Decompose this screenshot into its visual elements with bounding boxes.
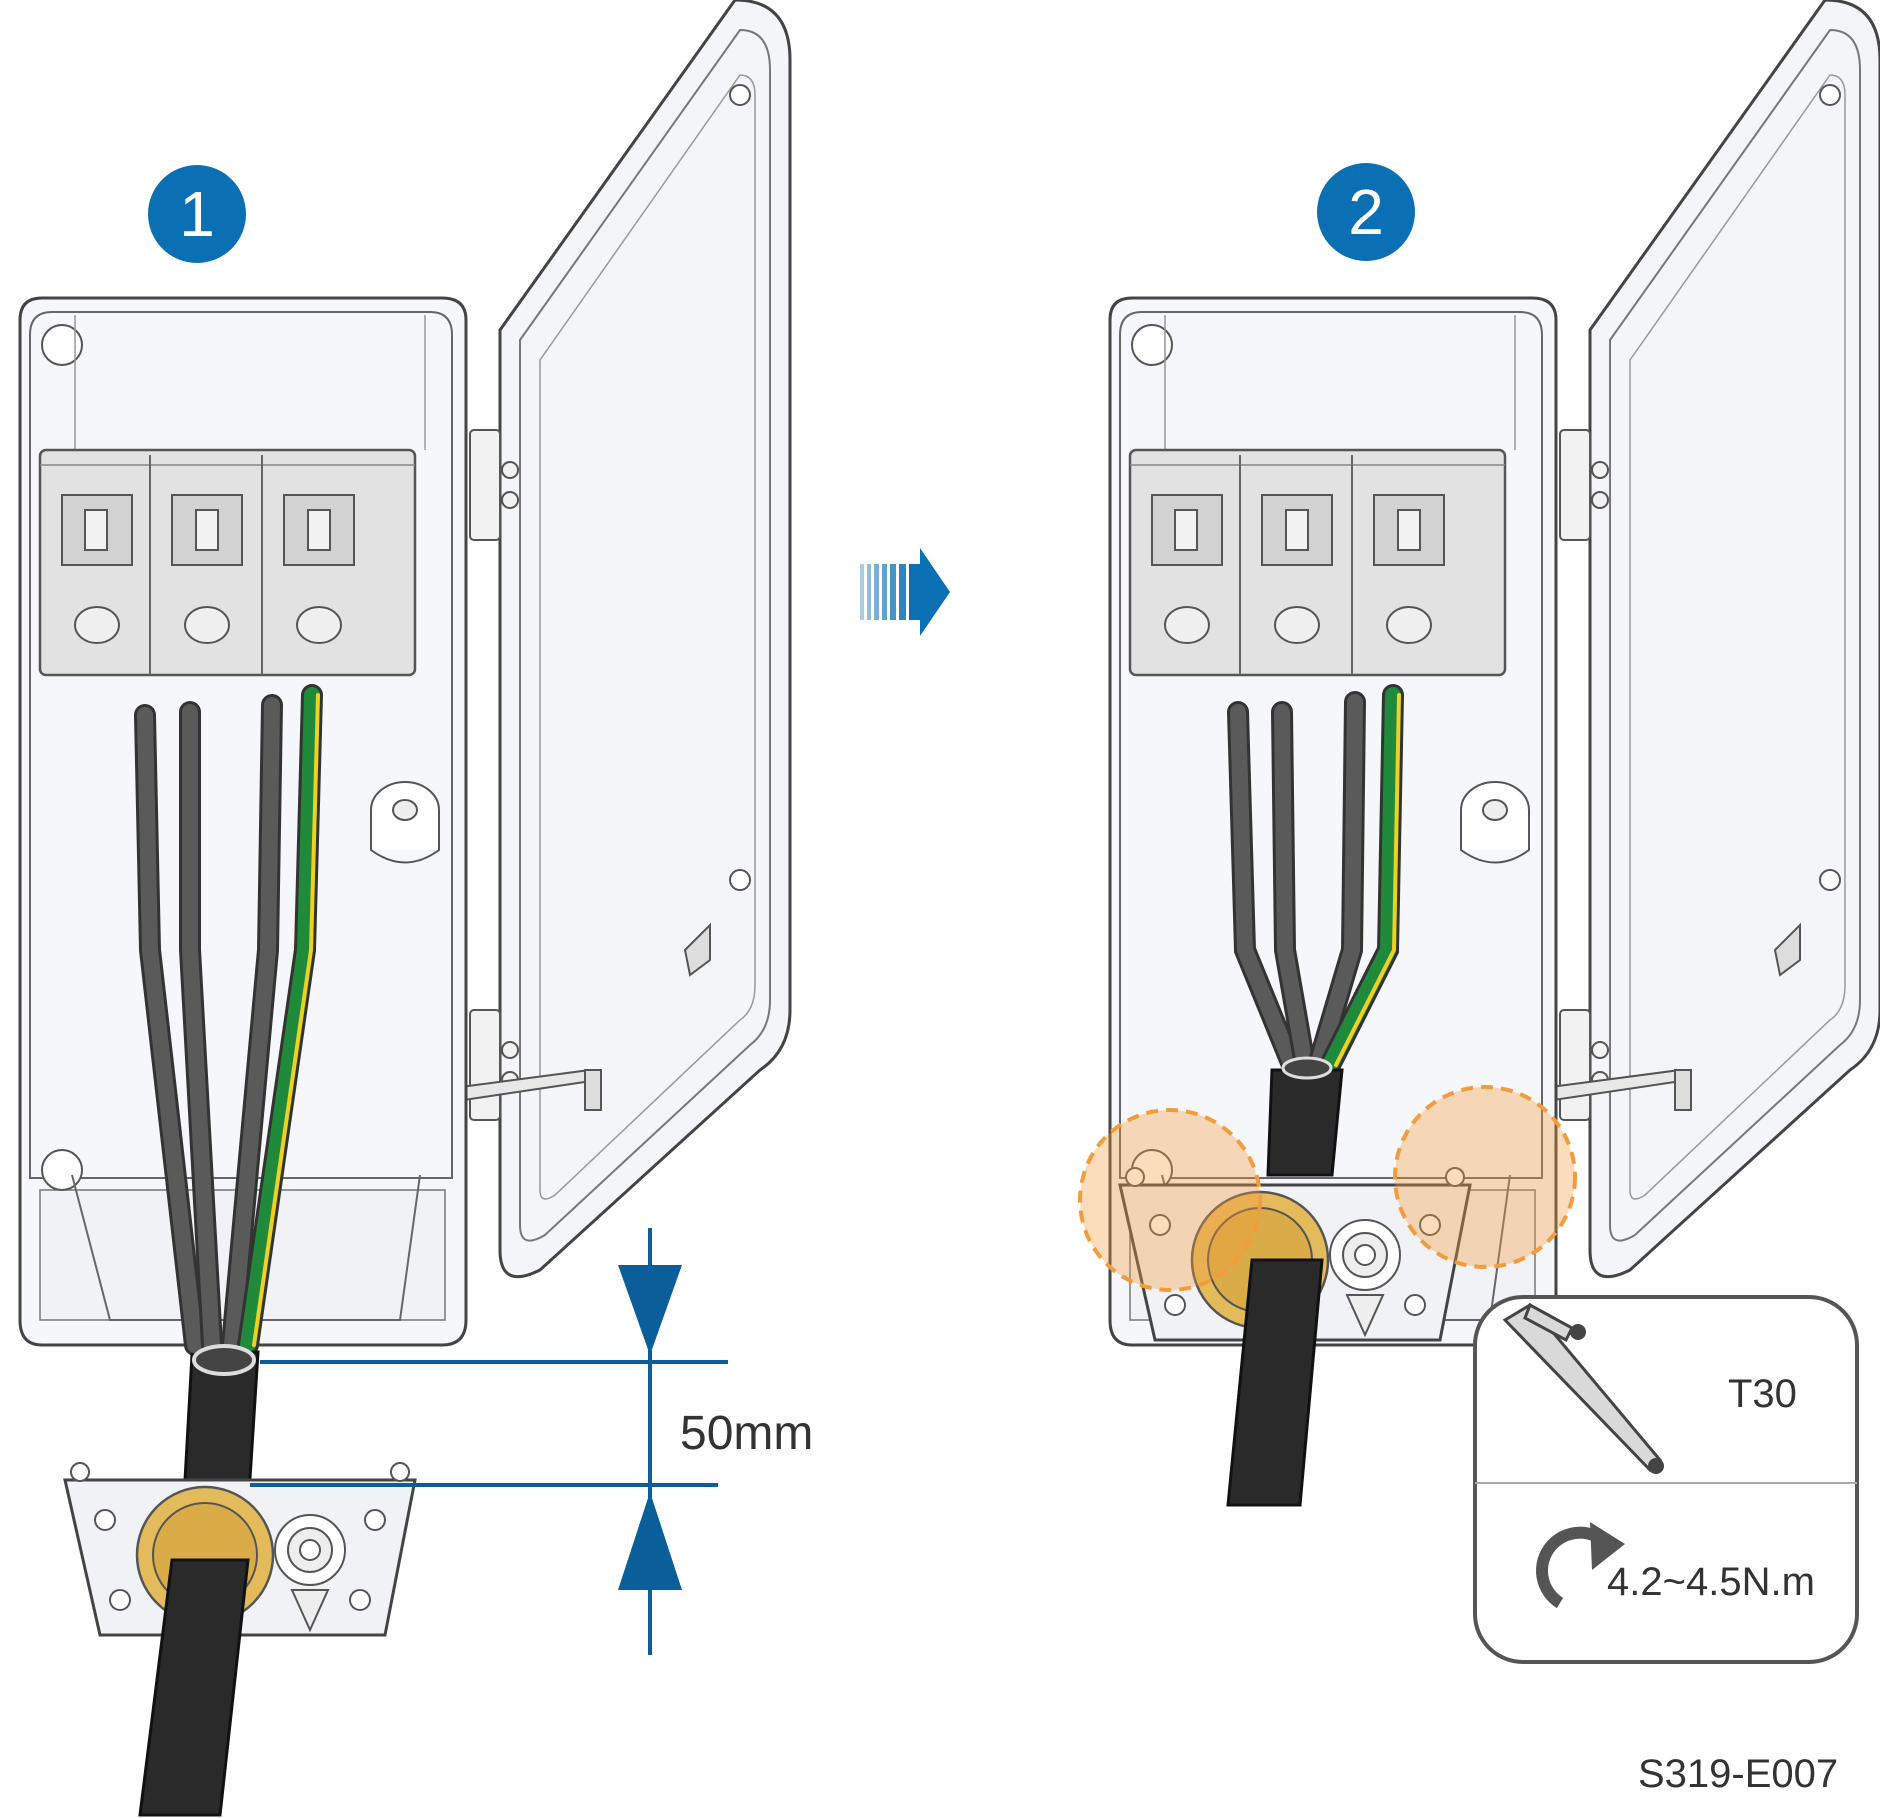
torque-value: 4.2~4.5N.m xyxy=(1607,1560,1815,1604)
ground-wire xyxy=(1319,684,1404,1076)
step-2-illustration xyxy=(1078,0,1880,1507)
screw-highlight xyxy=(1078,1085,1577,1292)
phase-wires xyxy=(1227,691,1366,1076)
torx-key-icon xyxy=(1502,1302,1664,1474)
tool-panel xyxy=(1473,1295,1859,1664)
ground-wire xyxy=(237,684,323,1356)
strip-length-label: 50mm xyxy=(680,1407,814,1460)
figure-id: S319-E007 xyxy=(1638,1752,1839,1796)
tool-name: T30 xyxy=(1728,1372,1797,1416)
step-1-illustration xyxy=(18,0,792,1817)
phase-wires xyxy=(134,694,283,1356)
rotate-clockwise-icon xyxy=(1536,1522,1625,1609)
cable-jacket xyxy=(1266,1056,1344,1177)
step-2-badge: 2 xyxy=(1317,163,1415,261)
step-1-badge: 1 xyxy=(148,165,246,263)
cable-through-gland xyxy=(138,1558,250,1817)
next-step-arrow xyxy=(860,548,950,636)
cable-through-gland xyxy=(1226,1258,1324,1507)
strip-length-dimension xyxy=(250,1228,728,1655)
